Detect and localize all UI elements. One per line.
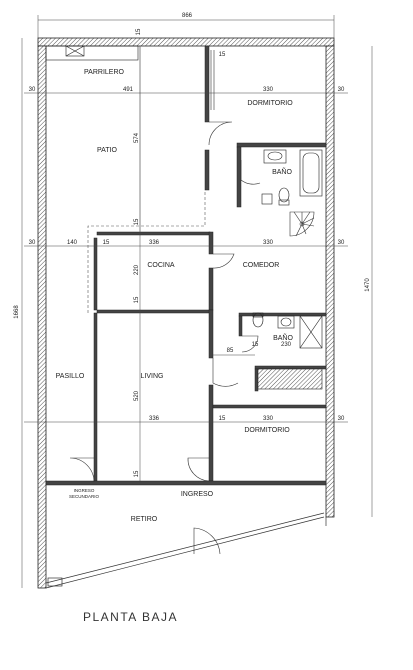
dim-comedor-width: 330	[263, 240, 274, 246]
room-label-cocina: COCINA	[147, 262, 175, 269]
dim-dorm-wall: 15	[219, 52, 226, 58]
room-label-ingreso: INGRESO	[181, 491, 214, 498]
dim-dorm2-wall: 15	[219, 416, 226, 422]
dimension-lines	[21, 15, 373, 588]
dim-patio-width: 491	[123, 87, 134, 93]
dim-built-depth: 1470	[365, 278, 371, 292]
dim-cocina-wall: 15	[103, 240, 110, 246]
room-label-patio: PATIO	[97, 147, 118, 154]
patio-roof-dashed-line	[87, 190, 206, 313]
room-label-retiro: RETIRO	[131, 516, 158, 523]
dim-living-depth: 520	[134, 390, 140, 401]
bathroom-mid-fixtures	[252, 312, 323, 390]
dim-hall-85: 85	[227, 348, 234, 354]
grill-fixture	[45, 45, 139, 61]
interior-walls	[45, 45, 327, 486]
doors	[69, 121, 261, 555]
room-label-bano-top: BAÑO	[272, 167, 292, 176]
dim-dorm2-width: 330	[263, 416, 274, 422]
exterior-walls	[37, 37, 335, 589]
dorm-window	[210, 50, 215, 110]
dim-left-30-b: 30	[29, 240, 36, 246]
room-label-comedor: COMEDOR	[243, 262, 280, 269]
room-label-dormitorio-bottom: DORMITORIO	[244, 427, 290, 434]
dim-cocina-wall-v: 15	[134, 296, 140, 303]
room-label-living: LIVING	[141, 373, 164, 380]
room-label-bano-mid: BAÑO	[273, 333, 293, 342]
dim-patio-wall: 15	[134, 218, 140, 225]
spiral-staircase	[289, 211, 315, 237]
room-label-pasillo: PASILLO	[56, 373, 85, 380]
room-label-dormitorio-top: DORMITORIO	[247, 100, 293, 107]
dim-right-30-c: 30	[338, 416, 345, 422]
dim-front-wall: 15	[134, 470, 140, 477]
dim-total-width: 866	[182, 13, 193, 19]
dim-cocina-width: 336	[149, 240, 160, 246]
dim-top-wall: 15	[136, 28, 142, 35]
dim-left-30-a: 30	[29, 87, 36, 93]
dim-bano-230: 230	[281, 342, 292, 348]
dim-hall-15: 15	[252, 342, 259, 348]
dim-right-30-b: 30	[338, 240, 345, 246]
bathroom-top-fixtures	[261, 149, 323, 206]
dim-pasillo-width: 140	[67, 240, 78, 246]
dim-total-depth: 1668	[14, 305, 20, 319]
room-label-parrilero: PARRILERO	[84, 69, 124, 76]
front-retiro-boundary	[45, 512, 327, 589]
dim-patio-depth: 574	[134, 132, 140, 143]
plan-caption: PLANTA BAJA	[83, 610, 178, 624]
dim-right-30-a: 30	[338, 87, 345, 93]
dim-living-width: 336	[149, 416, 160, 422]
room-label-ingreso-secundario-2: SECUNDARIO	[69, 494, 100, 499]
dim-dorm-width: 330	[263, 87, 274, 93]
dim-cocina-depth: 220	[134, 264, 140, 275]
room-label-ingreso-secundario-1: INGRESO	[74, 488, 95, 493]
